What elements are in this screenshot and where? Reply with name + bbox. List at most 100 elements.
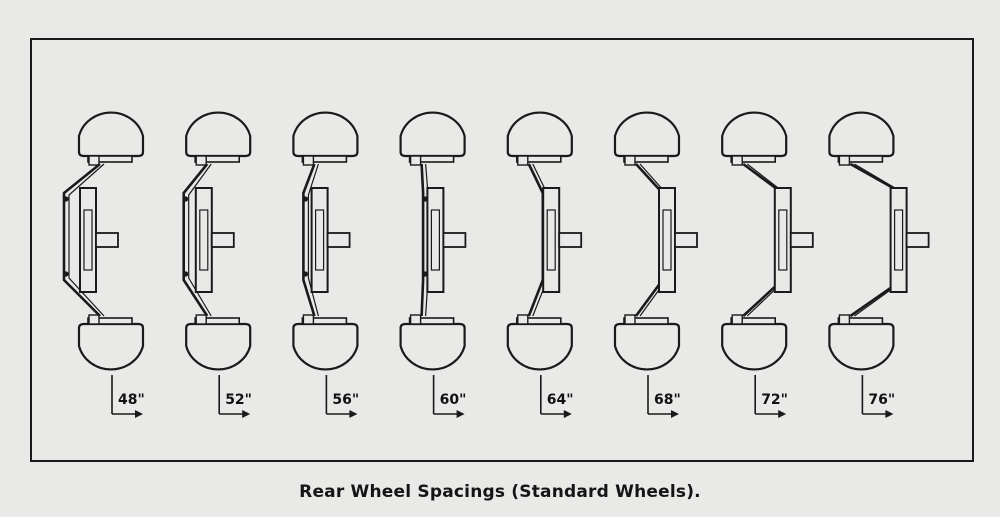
rim-flange-top [623, 155, 669, 163]
hub-plate-inner [315, 209, 325, 271]
hub-plate-inner [778, 209, 788, 271]
tire-top [828, 111, 895, 158]
axle [674, 232, 698, 248]
hub-plate [889, 187, 908, 293]
rim-flange-bottom [837, 317, 884, 325]
rim-flange-bottom [515, 317, 562, 325]
rim-lug-top [838, 155, 851, 166]
axle [442, 232, 467, 248]
wheel-assembly: 68" [613, 111, 698, 418]
spacing-label: 56" [332, 392, 359, 408]
spacing-label: 60" [440, 392, 467, 408]
hub-plate-inner [662, 209, 672, 271]
spacing-label: 68" [654, 392, 681, 408]
rim-flange-top [408, 155, 455, 163]
axle [789, 232, 814, 248]
rim-flange-bottom [623, 317, 669, 325]
rim-lug-top [195, 155, 207, 166]
tire-bottom [506, 322, 573, 371]
hub-plate [658, 187, 676, 293]
wheel-assembly: 72" [721, 111, 814, 418]
wheel-disc [420, 163, 425, 317]
tire-top [399, 111, 466, 158]
hub-plate [194, 187, 213, 293]
wheel-disc-inner [188, 163, 212, 317]
wheel-disc [302, 163, 316, 317]
rim-lug-bottom [731, 314, 743, 325]
rim-flange-top [730, 155, 777, 163]
hub-plate [773, 187, 792, 293]
hub-plate-inner [430, 209, 440, 271]
rim-lug-bottom [624, 314, 636, 325]
rim-flange-bottom [301, 317, 348, 325]
tire-bottom [77, 322, 145, 371]
wheel-assembly: 48" [62, 111, 145, 418]
tire-bottom [721, 322, 788, 371]
spacing-label: 64" [547, 392, 574, 408]
tire-bottom [185, 322, 252, 371]
arrow-head [885, 410, 894, 418]
rim-lug-top [517, 155, 529, 166]
rim-flange-bottom [87, 317, 133, 325]
rim-flange-top [515, 155, 562, 163]
rim-lug-top [88, 155, 100, 166]
disc-bolt [302, 271, 308, 277]
hub-plate [310, 187, 329, 293]
tire-bottom [828, 322, 895, 371]
figure-caption: Rear Wheel Spacings (Standard Wheels). [299, 482, 701, 502]
axle [95, 232, 119, 248]
hub-plate-inner [893, 209, 904, 271]
rim-lug-bottom [88, 314, 100, 325]
wheel-disc-inner [307, 163, 319, 317]
rim-lug-top [302, 155, 315, 166]
hub-plate-inner [546, 209, 556, 271]
disc-bolt [302, 196, 308, 202]
wheel-assembly: 76" [828, 111, 930, 418]
hub-plate-inner [199, 209, 209, 271]
disc-bolt [183, 196, 189, 202]
axle [326, 232, 351, 248]
wheel-assembly: 64" [506, 111, 583, 418]
arrow-head [671, 410, 679, 418]
arrow-head [135, 410, 143, 418]
arrow-head [563, 410, 572, 418]
tire-top [721, 111, 788, 158]
disc-bolt [183, 271, 189, 277]
rim-flange-top [87, 155, 133, 163]
tire-top [292, 111, 359, 158]
tire-bottom [399, 322, 466, 371]
axle [210, 232, 235, 248]
hub-plate [542, 187, 561, 293]
spacing-label: 52" [225, 392, 252, 408]
rim-lug-bottom [195, 314, 207, 325]
rim-flange-top [301, 155, 348, 163]
rim-flange-top [837, 155, 884, 163]
axle [558, 232, 583, 248]
tire-top [613, 111, 681, 158]
tire-bottom [613, 322, 681, 371]
diagram-frame [30, 38, 974, 462]
disc-bolt [63, 196, 69, 202]
tire-bottom [292, 322, 359, 371]
rim-lug-bottom [838, 314, 851, 325]
tire-top [185, 111, 252, 158]
wheel-disc [62, 162, 101, 317]
arrow-head [349, 410, 358, 418]
hub-plate [79, 187, 97, 293]
hub-plate [426, 187, 445, 293]
wheel-assembly: 52" [182, 111, 252, 418]
tire-top [77, 111, 145, 158]
rim-lug-top [409, 155, 422, 166]
arrow-head [456, 410, 465, 418]
wheel-disc [527, 163, 545, 317]
wheel-assembly: 60" [399, 111, 467, 418]
rim-lug-bottom [517, 314, 529, 325]
wheel-disc [182, 163, 209, 317]
tire-top [506, 111, 573, 158]
rim-flange-bottom [194, 317, 240, 325]
axle [905, 232, 930, 248]
wheel-disc-inner [68, 163, 105, 317]
arrow-head [778, 410, 787, 418]
spacing-label: 76" [868, 392, 895, 408]
